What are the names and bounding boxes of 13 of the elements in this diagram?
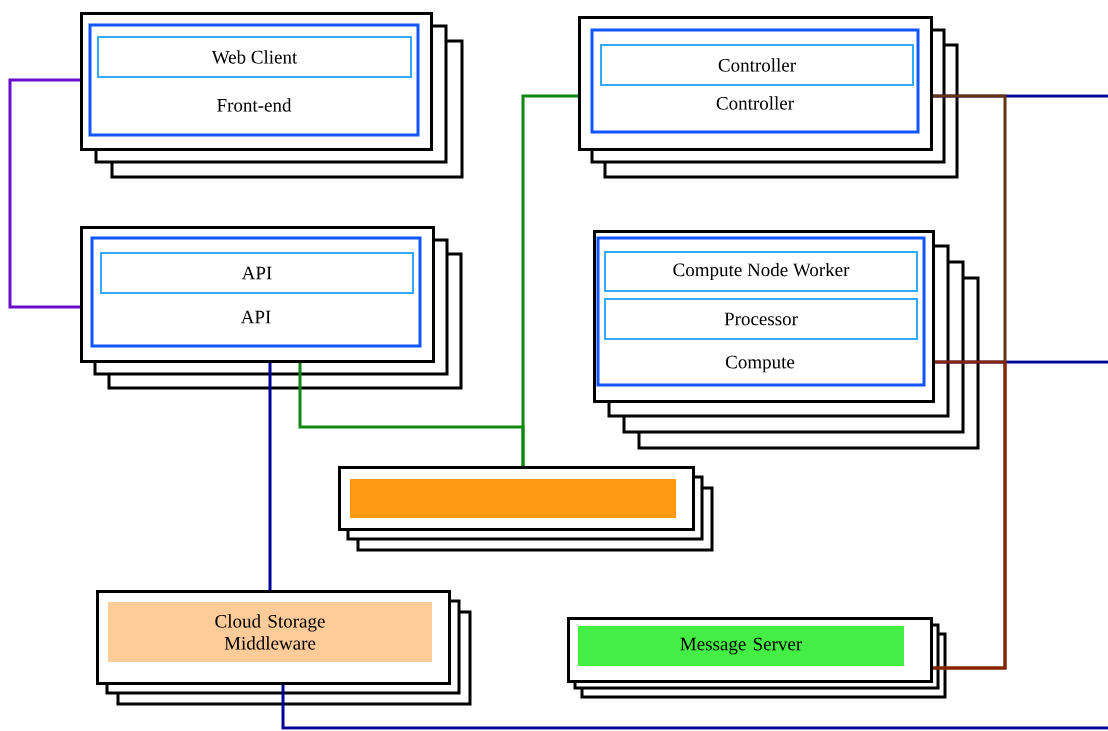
connector-line <box>268 363 272 590</box>
connector-line <box>281 685 1108 730</box>
component-box: Processor <box>604 298 918 340</box>
component-box: Compute Node Worker <box>604 251 918 292</box>
component-box: API <box>100 252 414 294</box>
connector-line <box>933 360 1007 670</box>
component-box: Web Client <box>97 36 412 78</box>
server-stack: Cloud Storage Middleware <box>96 590 451 685</box>
connector-line <box>8 78 80 309</box>
database-stack <box>338 466 695 531</box>
component-box: Controller <box>600 44 914 86</box>
server-stack: Message Server <box>567 617 933 683</box>
connector-line <box>521 94 578 466</box>
